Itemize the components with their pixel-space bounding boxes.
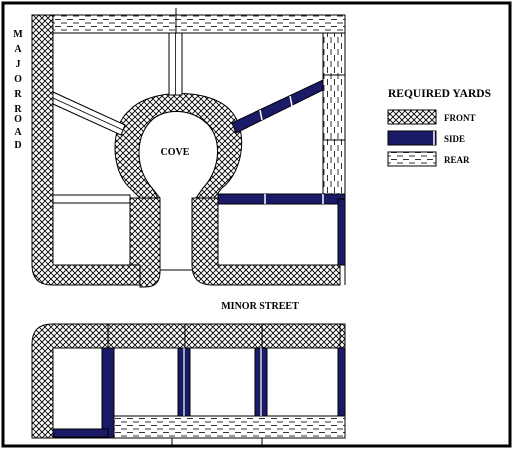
front-yard-major-road	[31, 14, 141, 286]
legend-label-side: SIDE	[444, 134, 465, 144]
road-letter: M	[13, 29, 23, 40]
side-yard-bottom-1	[101, 347, 115, 439]
legend-swatch-front	[387, 109, 437, 125]
rear-yard-right-strip	[322, 32, 346, 200]
side-yard-bottom-4	[337, 347, 346, 417]
side-yard-right-vertical	[337, 198, 346, 266]
minor-street-label: MINOR STREET	[221, 301, 299, 312]
side-yard-diagonal-left	[52, 91, 126, 136]
road-letter: O	[14, 114, 22, 125]
legend-swatch-rear	[387, 151, 437, 167]
legend-label-rear: REAR	[444, 155, 470, 165]
rear-strip-dividers	[175, 8, 345, 141]
cove-label: COVE	[161, 147, 190, 158]
road-letter: R	[14, 89, 22, 100]
top-block	[31, 8, 346, 288]
side-yard-left-horizontal	[52, 194, 131, 204]
front-yard-stem-right	[191, 197, 341, 286]
legend: REQUIRED YARDS FRONT SIDE REAR	[387, 88, 491, 167]
legend-swatch-side	[387, 130, 437, 146]
bottom-block	[31, 323, 346, 446]
road-letter: A	[14, 127, 22, 138]
rear-yard-top-strip	[31, 14, 346, 34]
side-yard-right-horizontal	[217, 193, 346, 205]
road-letter: J	[16, 59, 21, 70]
front-yard-stem-left	[129, 197, 161, 288]
legend-title: REQUIRED YARDS	[388, 88, 491, 100]
cove-street	[138, 111, 218, 271]
road-letter: O	[14, 74, 22, 85]
bottom-lot-dividers	[32, 324, 345, 446]
side-yard-diagonal-right	[231, 79, 324, 134]
front-yard-bottom-block	[31, 323, 346, 439]
side-yard-bottom-left	[52, 428, 109, 438]
legend-label-front: FRONT	[444, 113, 476, 123]
road-letter: R	[14, 104, 22, 115]
rear-yard-bottom-strip	[113, 415, 346, 439]
major-road-label: M A J O R R O A D	[13, 29, 23, 151]
road-letter: D	[14, 140, 21, 151]
road-letter: A	[14, 44, 22, 55]
